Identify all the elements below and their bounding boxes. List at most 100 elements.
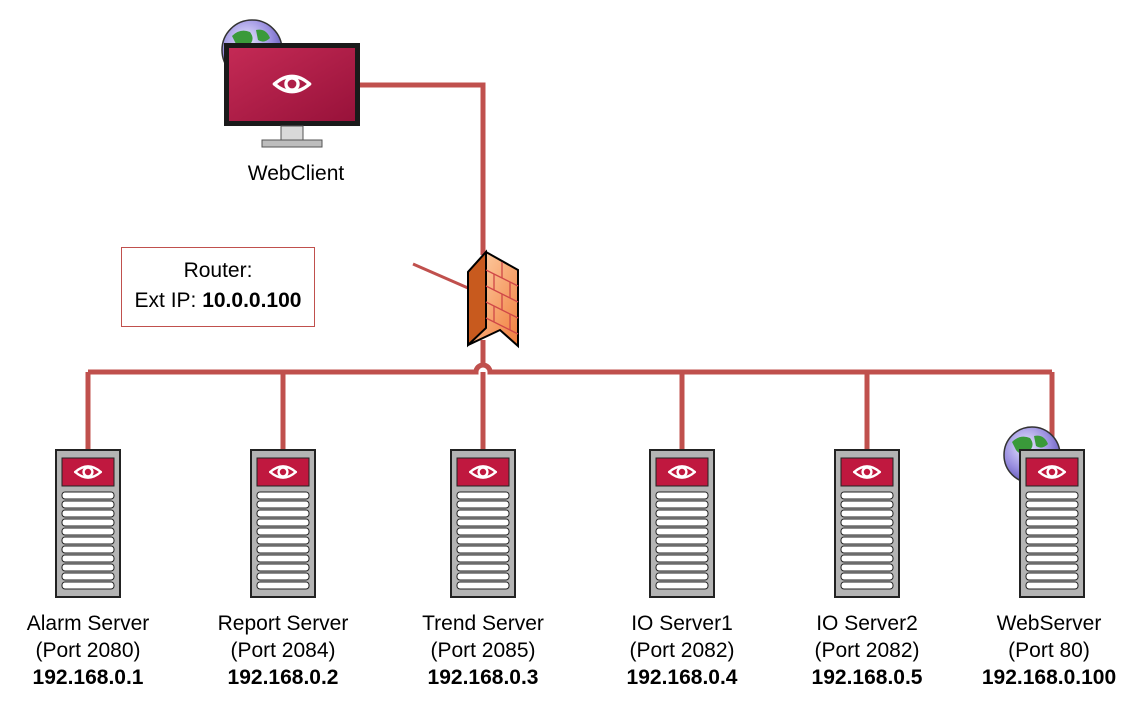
drive-slot — [456, 536, 510, 545]
drive-slot — [655, 554, 709, 563]
client-router-link — [358, 82, 486, 255]
server-name: WebServer — [996, 612, 1102, 635]
drive-slot — [456, 554, 510, 563]
drive-slot — [456, 563, 510, 572]
drive-slot — [655, 500, 709, 509]
drive-slot — [840, 581, 894, 590]
server-ip: 192.168.0.2 — [227, 666, 339, 689]
servers — [55, 426, 1085, 598]
server-name: IO Server2 — [816, 612, 918, 635]
drive-slot — [61, 563, 115, 572]
server-tower-icon — [450, 449, 516, 598]
drive-slot — [1025, 563, 1079, 572]
drive-slot — [840, 527, 894, 536]
server-tower-icon — [834, 449, 900, 598]
server-tower-icon — [649, 449, 715, 598]
drive-slot — [840, 554, 894, 563]
server-ip: 192.168.0.4 — [626, 666, 738, 689]
drive-slot — [1025, 509, 1079, 518]
server-port: (Port 2080) — [35, 639, 141, 662]
server-name: Trend Server — [422, 612, 544, 635]
webclient-icon — [221, 19, 360, 148]
drive-slot — [1025, 518, 1079, 527]
drive-slot — [840, 491, 894, 500]
server-label-report: Report Server (Port 2084) 192.168.0.2 — [190, 610, 376, 691]
drive-slot — [1025, 572, 1079, 581]
server-label-io1: IO Server1 (Port 2082) 192.168.0.4 — [589, 610, 775, 691]
drive-slot — [655, 545, 709, 554]
server-label-web: WebServer (Port 80) 192.168.0.100 — [958, 610, 1140, 691]
server-port: (Port 80) — [1008, 639, 1090, 662]
monitor-screen — [229, 48, 355, 121]
server-port: (Port 2082) — [814, 639, 920, 662]
drive-slot — [1025, 500, 1079, 509]
server-name: Report Server — [217, 612, 349, 635]
drive-slot — [1025, 491, 1079, 500]
drive-slot — [456, 527, 510, 536]
drive-slot — [61, 572, 115, 581]
server-tower-icon — [55, 449, 121, 598]
server-label-trend: Trend Server (Port 2085) 192.168.0.3 — [390, 610, 576, 691]
drive-slot — [456, 545, 510, 554]
server-name: IO Server1 — [631, 612, 733, 635]
server-ip: 192.168.0.100 — [981, 666, 1117, 689]
drive-slot — [456, 581, 510, 590]
drive-slot — [1025, 536, 1079, 545]
firewall-icon — [467, 249, 519, 349]
drive-slot — [840, 563, 894, 572]
drive-slot — [256, 518, 310, 527]
server-label-io2: IO Server2 (Port 2082) 192.168.0.5 — [779, 610, 955, 691]
drive-slot — [655, 581, 709, 590]
drive-slot — [256, 527, 310, 536]
drive-slot — [256, 491, 310, 500]
drive-slot — [840, 572, 894, 581]
server-ip: 192.168.0.5 — [811, 666, 923, 689]
drive-slot — [655, 536, 709, 545]
drive-slot — [61, 491, 115, 500]
drive-slot — [840, 500, 894, 509]
drive-slot — [61, 581, 115, 590]
router-title: Router: — [183, 259, 253, 282]
server-name: Alarm Server — [26, 612, 150, 635]
drive-slot — [456, 518, 510, 527]
server-ip: 192.168.0.3 — [427, 666, 539, 689]
server-badge — [456, 457, 510, 487]
drive-slot — [256, 563, 310, 572]
server-port: (Port 2082) — [629, 639, 735, 662]
drive-slot — [61, 527, 115, 536]
drive-slot — [840, 518, 894, 527]
drive-slot — [256, 581, 310, 590]
server-badge — [256, 457, 310, 487]
router-ext-ip-line: Ext IP: 10.0.0.100 — [122, 286, 314, 316]
server-badge — [655, 457, 709, 487]
drive-slot — [256, 509, 310, 518]
router-ext-ip: 10.0.0.100 — [202, 289, 302, 312]
server-tower-icon — [250, 449, 316, 598]
server-port: (Port 2085) — [430, 639, 536, 662]
drive-slot — [655, 527, 709, 536]
server-port: (Port 2084) — [230, 639, 336, 662]
webclient-label: WebClient — [247, 162, 345, 185]
drive-slot — [256, 500, 310, 509]
drive-slot — [655, 491, 709, 500]
drive-slot — [61, 545, 115, 554]
connection-lines — [85, 82, 1055, 470]
drive-slot — [61, 509, 115, 518]
lan-bus — [88, 362, 1052, 375]
drive-slot — [256, 545, 310, 554]
router-ext-prefix: Ext IP: — [134, 289, 203, 312]
drive-slot — [256, 536, 310, 545]
server-badge — [840, 457, 894, 487]
drive-slot — [456, 509, 510, 518]
drive-slot — [655, 572, 709, 581]
drive-slot — [840, 536, 894, 545]
drive-slot — [61, 500, 115, 509]
drive-slot — [655, 518, 709, 527]
server-label-alarm: Alarm Server (Port 2080) 192.168.0.1 — [0, 610, 176, 691]
server-tower-icon — [1003, 426, 1085, 598]
drive-slot — [840, 509, 894, 518]
router-callout: Router: Ext IP: 10.0.0.100 — [121, 247, 315, 327]
drive-slot — [456, 572, 510, 581]
drive-slot — [840, 545, 894, 554]
